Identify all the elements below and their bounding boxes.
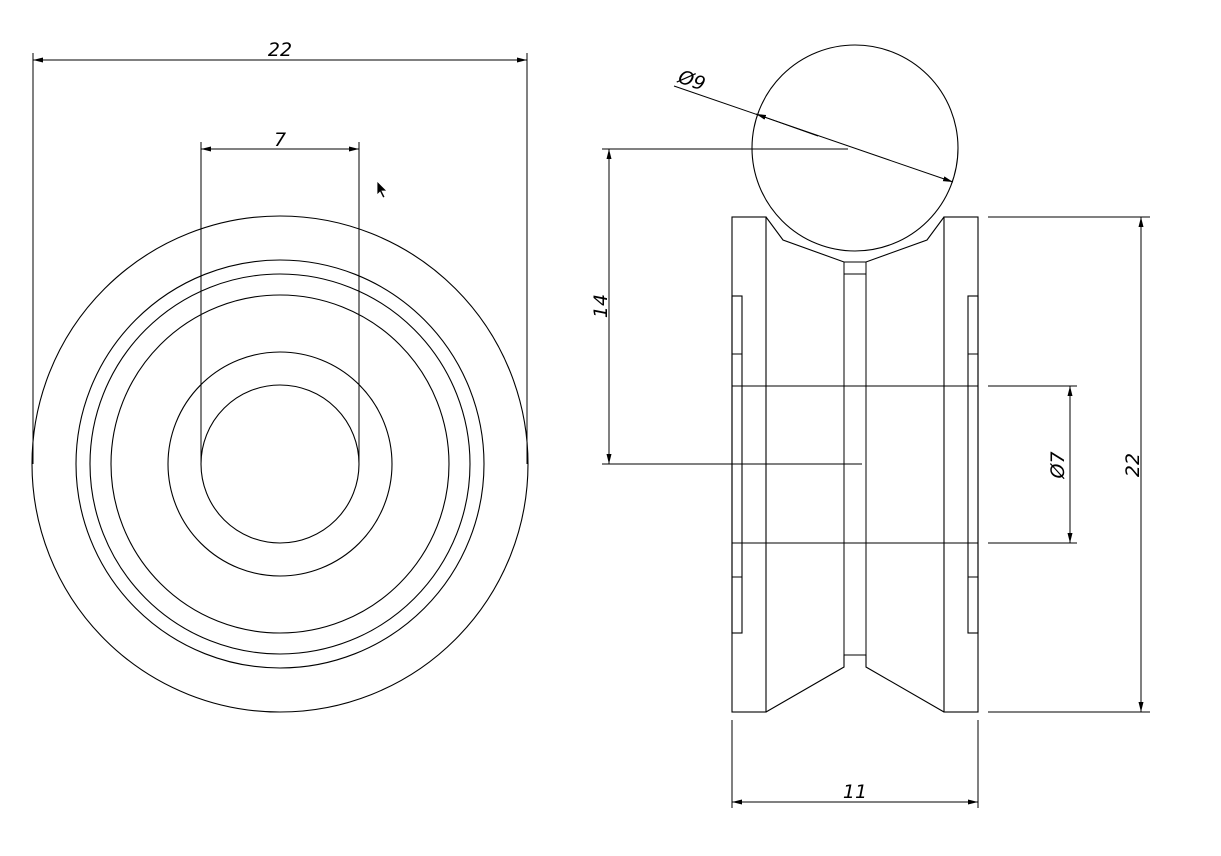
dim-side-height-text: 22 [1122,453,1144,477]
dim-side-width: 11 [731,720,979,808]
right-bearing-insert [967,295,979,634]
groove-circle [110,294,450,634]
right-flange [943,216,979,713]
dim-side-height: 22 [988,216,1150,713]
dim-bore-width-text: 7 [274,129,286,151]
front-view: 22 7 [31,39,529,713]
outer-rim-circle [31,215,529,713]
dim-side-width-text: 11 [843,781,867,803]
dim-ball-center-height-text: 14 [590,294,612,318]
mouse-cursor-icon [376,180,388,199]
groove-bottom-profile [765,654,945,713]
dim-ball-center-height: 14 [590,148,862,465]
groove-top-profile [765,216,945,263]
dim-front-width: 22 [32,39,528,464]
bore-circle [200,384,360,544]
side-view: Ø9 14 Ø7 22 11 [590,44,1150,808]
dim-bore-width: 7 [200,129,360,464]
hub-circle [167,351,393,577]
flange-circle [75,259,485,669]
dim-ball-diameter-text: Ø9 [674,66,708,96]
ball-circle [751,44,959,252]
dim-side-bore-text: Ø7 [1047,451,1069,479]
dim-front-width-text: 22 [268,39,292,61]
dim-ball-diameter: Ø9 [673,66,954,183]
dim-side-bore: Ø7 [988,385,1077,544]
groove-edge-circle [89,273,471,655]
